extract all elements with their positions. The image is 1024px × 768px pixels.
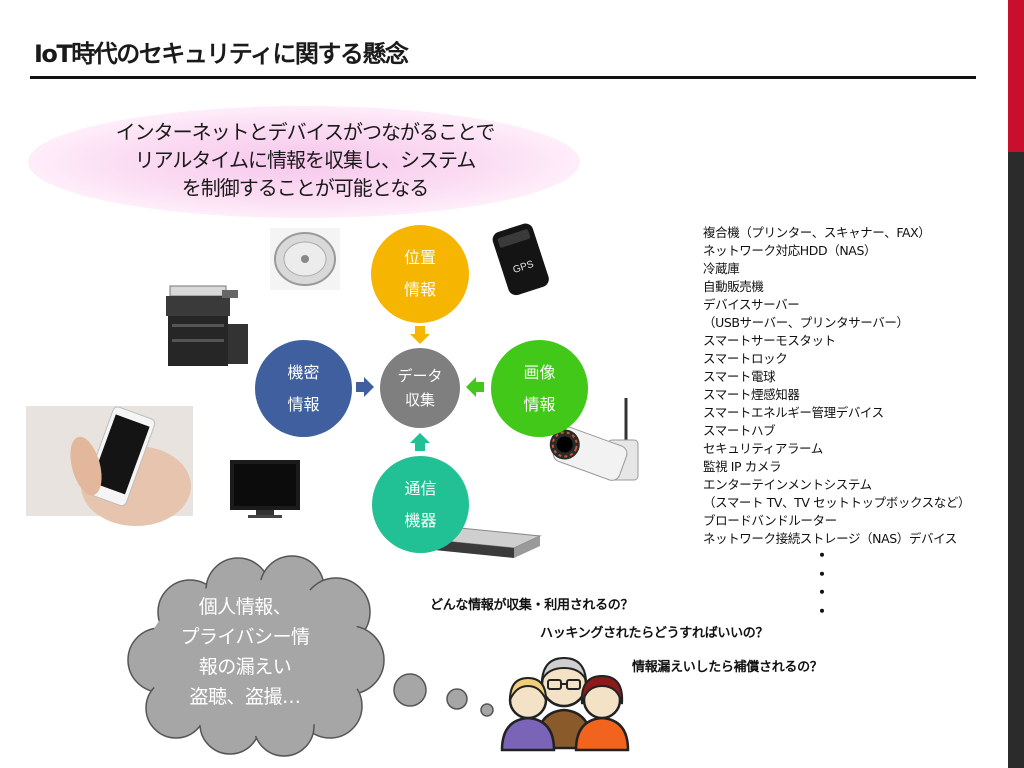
cloud-line: 盗聴、盗撮… — [189, 686, 301, 708]
communication-device-circle: 通信 機器 — [372, 456, 469, 553]
list-item: スマートロック — [703, 351, 788, 366]
circle-label: 通信 — [404, 478, 437, 498]
arrow-down-icon — [410, 326, 430, 344]
banner-text: インターネットとデバイスがつながることで リアルタイムに情報を収集し、システム … — [80, 118, 530, 202]
question-text: ハッキングされたらどうすればいいの？ — [540, 626, 769, 641]
circle-label: 収集 — [404, 391, 435, 409]
cloud-line: 個人情報、 — [198, 596, 292, 618]
circle-label: データ — [397, 367, 443, 385]
dot: ・ — [814, 601, 831, 621]
circle-label: 機密 — [287, 362, 320, 382]
banner-line: リアルタイムに情報を収集し、システム — [134, 148, 477, 172]
question-text: 情報漏えいしたら補償されるの？ — [632, 660, 823, 675]
banner-line: インターネットとデバイスがつながることで — [115, 120, 496, 144]
list-item: 複合機（プリンター、スキャナー、FAX） — [703, 225, 931, 240]
slide-title: IoT時代のセキュリティに関する懸念 — [34, 40, 409, 68]
arrow-right-icon — [356, 377, 374, 397]
title-underline — [30, 76, 976, 79]
dot: ・ — [814, 583, 831, 602]
list-item: スマートハブ — [703, 423, 776, 438]
list-item: スマートサーモスタット — [703, 333, 836, 348]
data-collection-circle: データ 収集 — [380, 348, 460, 428]
image-info-circle: 画像 情報 — [491, 340, 588, 437]
list-item: スマートエネルギー管理デバイス — [703, 405, 884, 420]
concern-cloud-text: 個人情報、 プライバシー情 報の漏えい 盗聴、盗撮… — [150, 592, 340, 712]
question-text: どんな情報が収集・利用されるの？ — [430, 598, 634, 613]
list-item: スマート煙感知器 — [703, 387, 800, 402]
highlight-banner — [28, 106, 580, 218]
circle-label: 情報 — [403, 280, 436, 299]
banner-line: を制御することが可能となる — [181, 176, 429, 200]
list-item: ネットワーク接続ストレージ（NAS）デバイス — [703, 531, 957, 546]
list-item: エンターテインメントシステム — [703, 477, 872, 492]
list-item: 監視 IP カメラ — [703, 459, 782, 474]
gps-device-image: GPS — [492, 223, 549, 296]
edge-accent-red — [1008, 0, 1024, 152]
concern-cloud-shape — [127, 555, 494, 757]
printer-image — [166, 285, 248, 366]
cloud-line: 報の漏えい — [198, 656, 292, 678]
cloud-line: プライバシー情 — [180, 626, 310, 648]
dot: ・ — [814, 546, 831, 565]
continuation-dots: ・ ・ ・ ・ — [814, 546, 831, 621]
list-item: 冷蔵庫 — [703, 261, 740, 276]
security-camera-image — [549, 398, 639, 481]
people-icon — [500, 656, 630, 752]
list-item: （USBサーバー、プリンタサーバー） — [703, 315, 909, 330]
television-image — [230, 460, 300, 518]
arrow-up-icon — [410, 433, 430, 451]
circle-label: 位置 — [403, 248, 436, 267]
edge-accent-dark — [1008, 152, 1024, 768]
dot: ・ — [814, 564, 831, 584]
list-item: ブロードバンドルーター — [703, 513, 837, 528]
arrow-left-icon — [466, 377, 484, 397]
list-item: 自動販売機 — [703, 279, 764, 294]
list-item: スマート電球 — [703, 369, 776, 384]
circle-label: 機器 — [404, 510, 437, 530]
confidential-info-circle: 機密 情報 — [255, 340, 352, 437]
circle-label: 画像 — [523, 362, 556, 382]
iot-device-list: 複合機（プリンター、スキャナー、FAX） ネットワーク対応HDD（NAS） 冷蔵… — [703, 224, 970, 548]
circle-label: 情報 — [523, 394, 556, 414]
circle-label: 情報 — [287, 394, 320, 414]
list-item: セキュリティアラーム — [703, 441, 823, 456]
robot-vacuum-image — [270, 228, 340, 290]
list-item: デバイスサーバー — [703, 297, 800, 312]
location-info-circle: 位置 情報 — [371, 225, 469, 323]
smartphone-photo — [26, 406, 193, 526]
list-item: （スマート TV、TV セットトップボックスなど） — [703, 495, 971, 510]
list-item: ネットワーク対応HDD（NAS） — [703, 243, 877, 258]
